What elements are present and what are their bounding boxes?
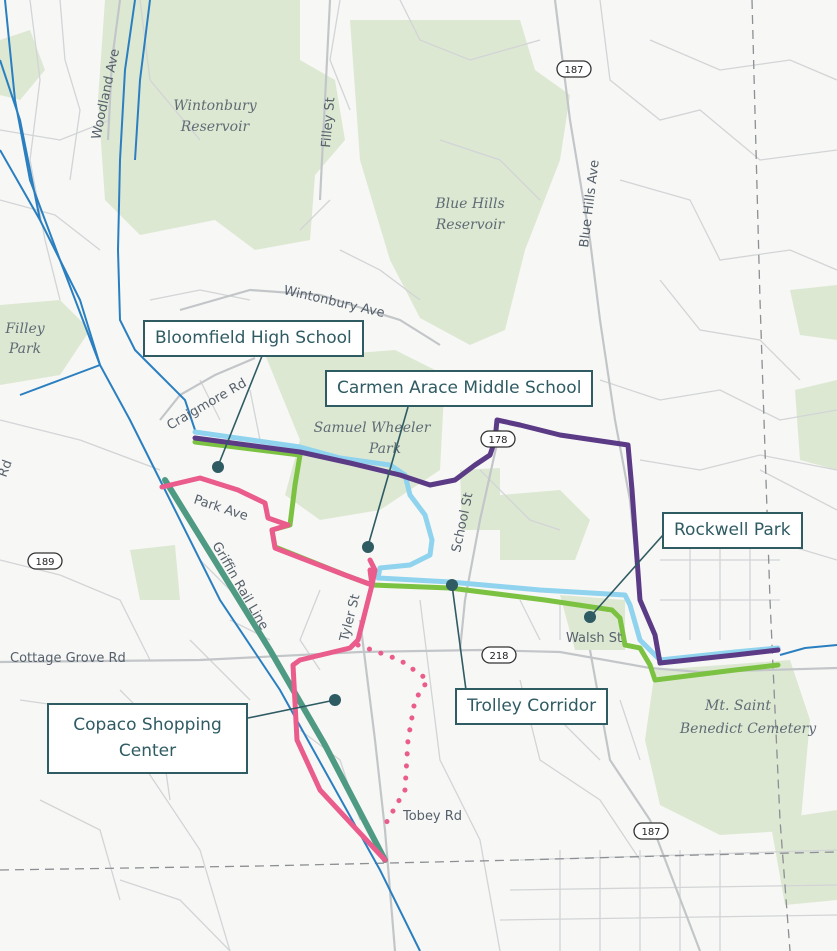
route-shield-189: 189: [27, 552, 63, 570]
park-label-mt-saint-2: Benedict Cemetery: [679, 721, 817, 737]
route-green: [192, 439, 781, 683]
callout-leaders: [217, 355, 664, 719]
filley-st: [318, 0, 332, 201]
route-lightblue: [192, 429, 781, 663]
park-label-filley-2: Park: [8, 341, 41, 357]
callout-copaco-line-2: Center: [118, 741, 177, 762]
callout-carmen-arace-middle-school[interactable]: Carmen Arace Middle School: [325, 370, 594, 407]
route-shield-187-top: 187: [556, 60, 592, 78]
street-label-filley-st: Filley St: [319, 97, 338, 149]
park-label-blue-hills-2: Reservoir: [435, 217, 506, 233]
callout-bloomfield-high-school[interactable]: Bloomfield High School: [143, 320, 364, 357]
leader-rockwell-park: [589, 534, 664, 618]
park-label-mt-saint-1: Mt. Saint: [704, 698, 771, 714]
svg-text:178: 178: [488, 435, 507, 446]
route-shield-218: 218: [481, 646, 517, 664]
park-areas: [0, 0, 837, 905]
wintonbury-ave: [179, 288, 441, 346]
route-pink-dotted: [355, 642, 432, 828]
street-label-blue-hills-ave: Blue Hills Ave: [577, 159, 603, 248]
marker-carmen-arace[interactable]: [362, 541, 374, 553]
marker-rockwell-park[interactable]: [584, 611, 596, 623]
park-label-samuel-wheeler-1: Samuel Wheeler: [314, 420, 432, 436]
leader-carmen-arace: [367, 406, 409, 547]
route-pink: [159, 475, 388, 863]
svg-text:187: 187: [564, 65, 583, 76]
griffin-rail-line: [162, 477, 388, 863]
svg-text:187: 187: [641, 827, 660, 838]
park-label-samuel-wheeler-2: Park: [368, 441, 401, 457]
street-label-edge-rd: Rd: [0, 458, 16, 479]
svg-text:218: 218: [489, 651, 508, 662]
svg-text:189: 189: [35, 557, 54, 568]
callout-markers: [212, 461, 596, 706]
route-shield-178: 178: [480, 430, 516, 448]
route-shield-187-bottom: 187: [633, 822, 669, 840]
marker-copaco[interactable]: [329, 694, 341, 706]
street-label-tobey-rd: Tobey Rd: [402, 809, 462, 824]
cottage-grove-rd: [0, 648, 837, 674]
park-label-blue-hills-1: Blue Hills: [434, 196, 504, 212]
callout-copaco-line-1: Copaco Shopping: [73, 715, 222, 735]
park-labels: Wintonbury Reservoir Blue Hills Reservoi…: [4, 98, 817, 737]
callout-copaco-shopping-center[interactable]: Copaco Shopping Center: [47, 703, 248, 774]
tobey-rd-road: [358, 619, 397, 951]
craigmore-rd: [159, 356, 256, 421]
street-label-griffin-rail-line: Griffin Rail Line: [209, 540, 272, 633]
woodland-ave: [106, 0, 122, 141]
street-label-park-ave: Park Ave: [192, 493, 250, 525]
leader-trolley-corridor: [451, 584, 467, 691]
street-label-cottage-grove-rd: Cottage Grove Rd: [10, 651, 126, 666]
callout-trolley-corridor[interactable]: Trolley Corridor: [455, 688, 609, 725]
callout-rockwell-park[interactable]: Rockwell Park: [662, 512, 803, 549]
route-purple: [192, 417, 781, 666]
blue-hills-ave: [553, 0, 642, 601]
park-label-wintonbury-2: Reservoir: [180, 119, 251, 135]
street-label-walsh-st: Walsh St: [566, 631, 622, 646]
school-st: [458, 429, 502, 651]
marker-trolley-corridor[interactable]: [446, 579, 458, 591]
street-label-craigmore-rd: Craigmore Rd: [165, 376, 250, 434]
marker-bloomfield-high[interactable]: [212, 461, 224, 473]
street-label-wintonbury-ave: Wintonbury Ave: [282, 283, 386, 321]
park-label-filley-1: Filley: [4, 321, 45, 337]
leader-copaco: [247, 699, 336, 719]
park-label-wintonbury-1: Wintonbury: [173, 98, 257, 114]
leader-bloomfield-high: [217, 355, 263, 467]
